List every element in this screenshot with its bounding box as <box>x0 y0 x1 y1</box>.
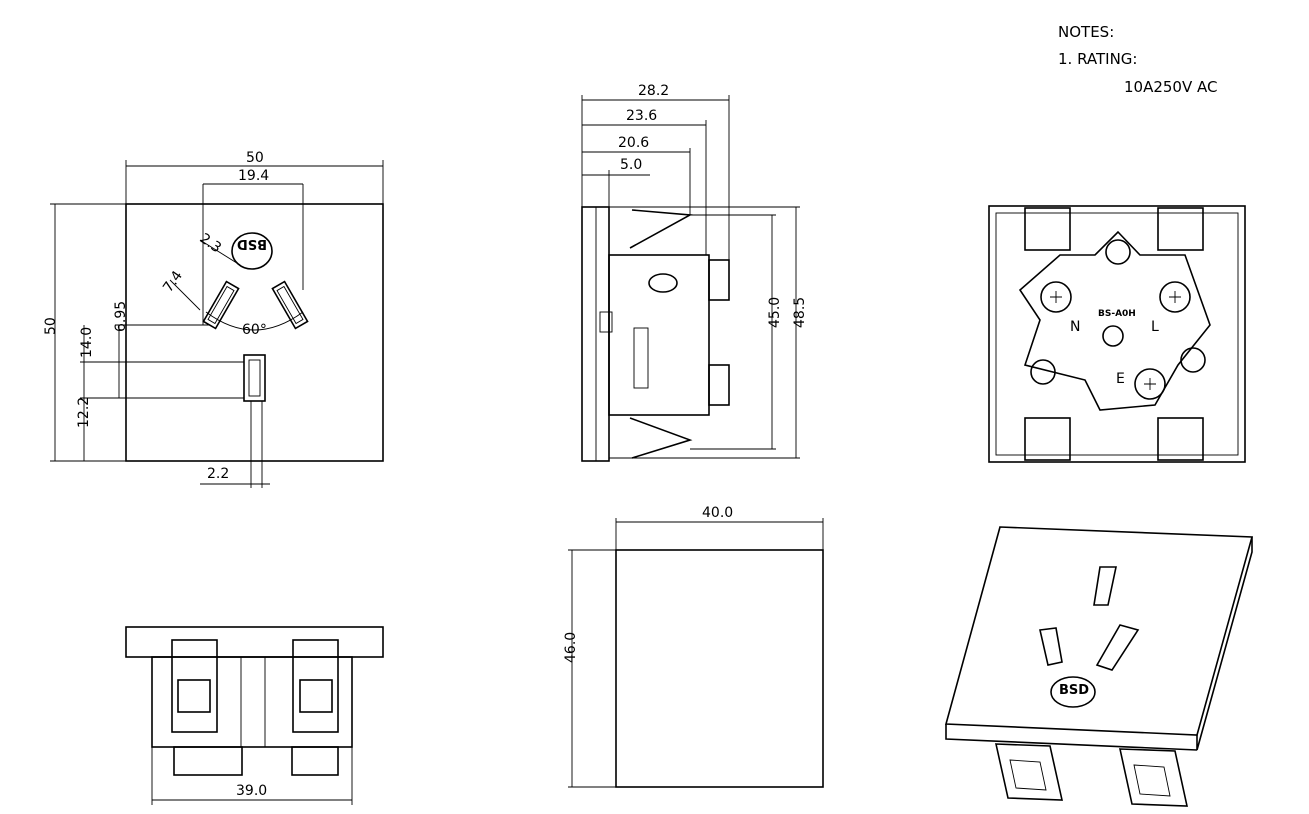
front-plate-outline <box>125 203 384 462</box>
cutout-dim-width: 40.0 <box>702 505 733 521</box>
cutout-rectangle <box>615 549 824 788</box>
iso-plate-side <box>1196 537 1253 751</box>
front-angle-label: 60° <box>242 322 267 338</box>
front-dim-pin-offset: 6.95 <box>113 301 129 332</box>
notes-heading: NOTES: <box>1058 23 1114 41</box>
rear-screw-e <box>1134 368 1166 400</box>
bottom-body <box>151 656 353 748</box>
front-earth-slot <box>243 354 266 402</box>
iso-view: BSD <box>944 526 1254 807</box>
notes-rating-value: 10A250V AC <box>1124 78 1217 96</box>
side-dim-height-outer: 48.5 <box>792 297 808 328</box>
rear-outline <box>988 205 1246 463</box>
cutout-dim-height: 46.0 <box>563 632 579 663</box>
iso-plate-top <box>944 526 1254 736</box>
front-angle-arc <box>205 311 304 331</box>
rear-label-l: L <box>1151 319 1159 335</box>
rear-screw-hole-top <box>1105 239 1131 265</box>
side-dim-depth-total: 28.2 <box>638 83 669 99</box>
rear-label-e: E <box>1116 371 1125 387</box>
front-logo: BSD <box>231 232 273 270</box>
side-plate <box>581 206 610 462</box>
rear-label-n: N <box>1070 319 1080 335</box>
side-dim-depth-body: 23.6 <box>626 108 657 124</box>
bottom-plate <box>125 626 384 658</box>
side-view: 28.2 23.6 20.6 5.0 45.0 48.5 <box>581 83 808 462</box>
rear-clips <box>1024 207 1204 461</box>
side-dim-depth-clip: 20.6 <box>618 135 649 151</box>
front-dim-pin-spacing: 19.4 <box>238 168 269 184</box>
side-clip-bottom <box>629 417 693 459</box>
rear-screw-n <box>1040 281 1072 313</box>
rear-screw-l <box>1159 281 1191 313</box>
cutout-view: 40.0 46.0 <box>563 505 824 788</box>
rear-standard-mark: BS-A0H <box>1098 309 1136 319</box>
front-dim-earth-width: 2.2 <box>207 466 229 482</box>
iso-plate-front <box>945 724 1198 751</box>
front-dim-bottom-offset: 12.2 <box>76 397 92 428</box>
front-slot-right <box>271 280 309 330</box>
front-dim-earth-height: 14.0 <box>79 327 95 358</box>
side-dim-plate: 5.0 <box>620 157 642 173</box>
rear-hole-right <box>1180 347 1206 373</box>
front-logo-text: BSD <box>237 236 267 251</box>
rear-hole-left <box>1030 359 1056 385</box>
front-dim-height: 50 <box>43 317 59 335</box>
side-body <box>608 254 710 416</box>
notes-block: NOTES: 1. RATING: 10A250V AC <box>1058 23 1217 96</box>
iso-slot-left <box>1039 627 1063 666</box>
iso-earth-slot <box>1093 566 1117 606</box>
iso-logo-text: BSD <box>1059 683 1089 698</box>
notes-rating-label: 1. RATING: <box>1058 50 1137 68</box>
rear-center-rivet <box>1102 325 1124 347</box>
front-dim-width: 50 <box>246 150 264 166</box>
iso-logo <box>1050 676 1096 708</box>
iso-slot-right <box>1095 624 1140 671</box>
bottom-dim-width: 39.0 <box>236 783 267 799</box>
rear-view: N L E BS-A0H <box>988 205 1246 463</box>
bottom-view: 39.0 <box>125 626 384 805</box>
front-view: BSD 60° 50 19.4 2.3 7.4 50 6.95 14.0 <box>43 150 384 488</box>
iso-clips <box>994 743 1189 807</box>
side-clip-top <box>629 209 693 249</box>
rear-terminal-block <box>1018 230 1211 411</box>
front-dim-slot-length: 7.4 <box>160 268 186 295</box>
side-dim-height-inner: 45.0 <box>767 297 783 328</box>
